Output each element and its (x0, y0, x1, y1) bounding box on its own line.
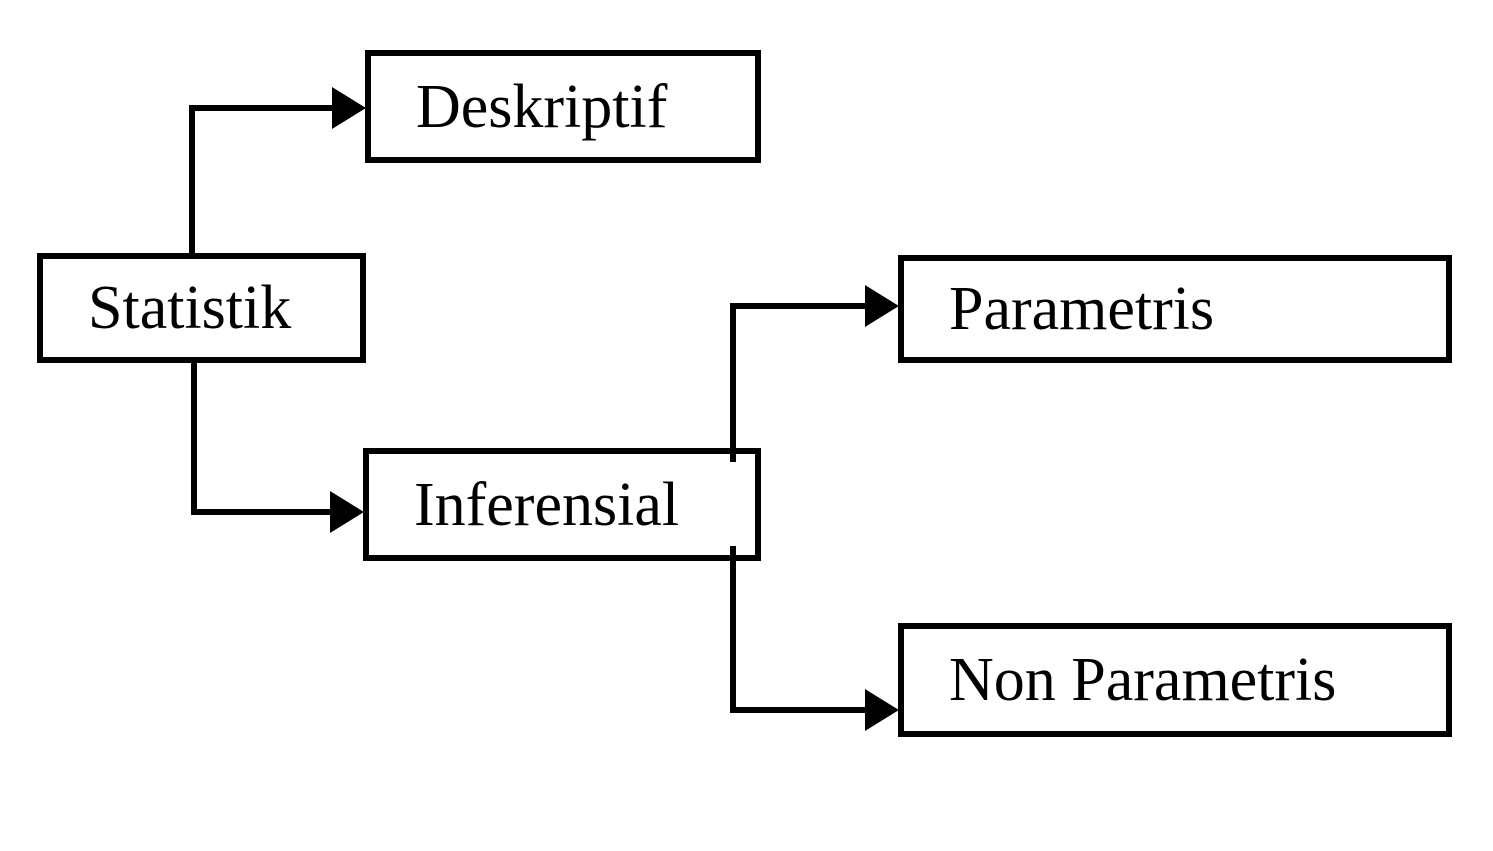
node-parametris: Parametris (898, 255, 1452, 363)
edge-inferensial-parametris-horizontal-segment (730, 303, 870, 309)
edge-inferensial-non-parametris-arrowhead-icon (865, 689, 899, 731)
edge-inferensial-parametris-arrowhead-icon (865, 285, 899, 327)
node-statistik: Statistik (37, 253, 366, 363)
edge-statistik-inferensial-arrowhead-icon (330, 491, 364, 533)
edge-statistik-deskriptif-arrowhead-icon (332, 87, 366, 129)
edge-inferensial-non-parametris-horizontal-segment (730, 707, 870, 713)
node-deskriptif: Deskriptif (365, 50, 761, 163)
edge-inferensial-non-parametris-vertical-segment (730, 546, 736, 713)
node-inferensial: Inferensial (363, 448, 761, 561)
edge-statistik-inferensial-horizontal-segment (191, 509, 333, 515)
node-non-parametris: Non Parametris (898, 623, 1452, 737)
edge-inferensial-parametris-vertical-segment (730, 303, 736, 462)
edge-statistik-inferensial-vertical-segment (191, 362, 197, 515)
edge-statistik-deskriptif-horizontal-segment (189, 105, 337, 111)
edge-statistik-deskriptif-vertical-segment (189, 105, 195, 253)
